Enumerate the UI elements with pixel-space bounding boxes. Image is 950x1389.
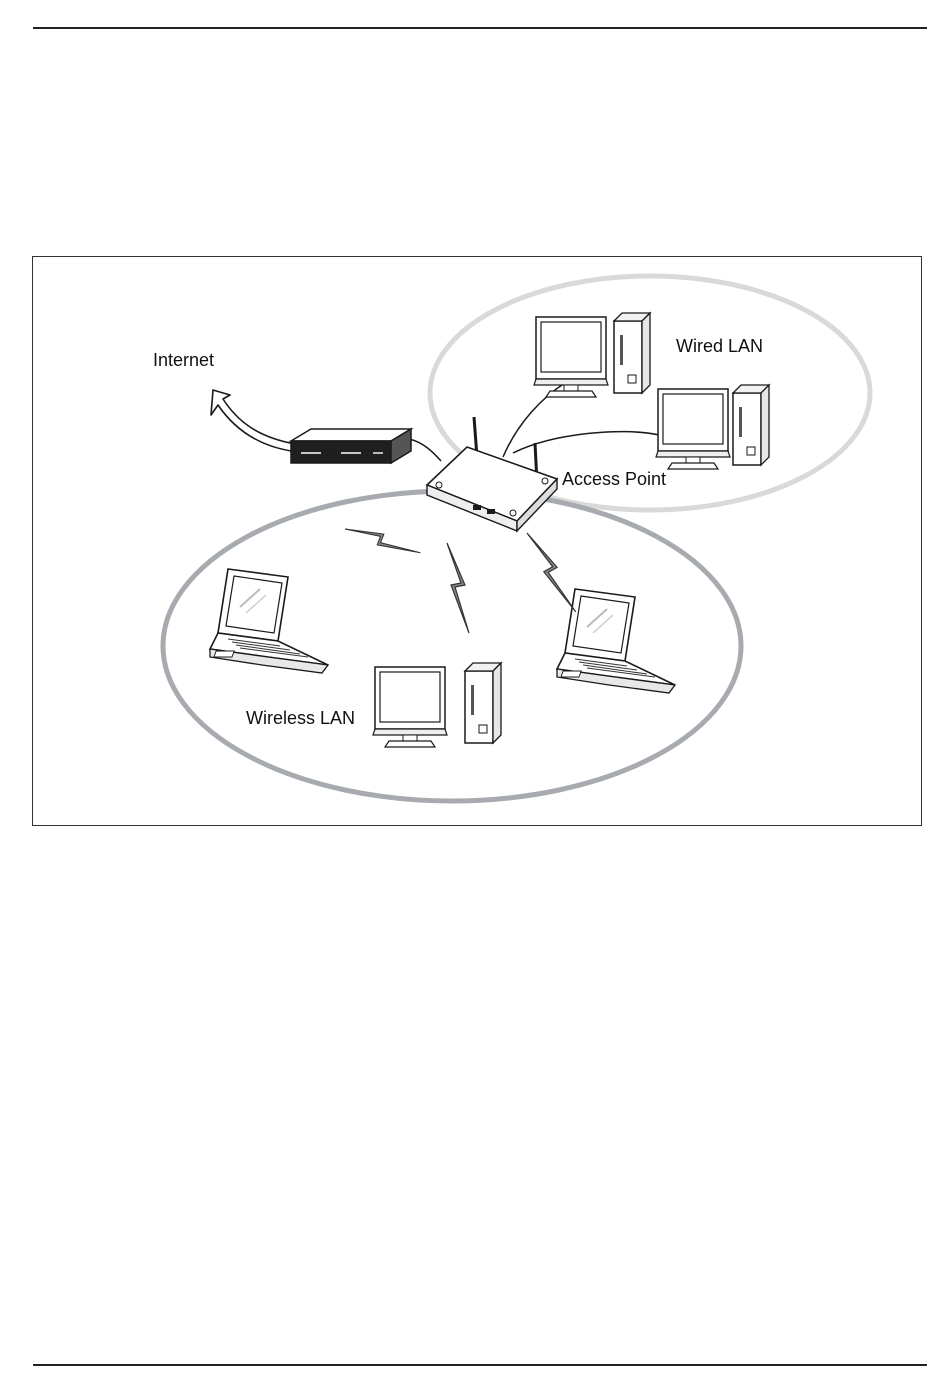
internet-label: Internet	[153, 350, 214, 370]
desktop-computer-icon	[656, 385, 769, 469]
access-point-label: Access Point	[562, 469, 666, 489]
lightning-bolt-icon	[527, 526, 576, 618]
wireless-lan-label: Wireless LAN	[246, 708, 355, 728]
wired-lan-label: Wired LAN	[676, 336, 763, 356]
desktop-computer-icon	[373, 663, 501, 747]
footer-rule	[33, 1364, 927, 1366]
lightning-bolt-icon	[447, 543, 469, 633]
network-diagram: Internet Wired LAN Access Point Wireless…	[32, 256, 922, 826]
modem-icon	[291, 429, 411, 463]
laptop-icon	[210, 569, 328, 673]
header-rule	[33, 27, 927, 29]
desktop-computer-icon	[534, 313, 650, 397]
internet-arrow-icon	[211, 390, 295, 451]
laptop-icon	[557, 589, 675, 693]
lightning-bolt-icon	[345, 512, 420, 569]
